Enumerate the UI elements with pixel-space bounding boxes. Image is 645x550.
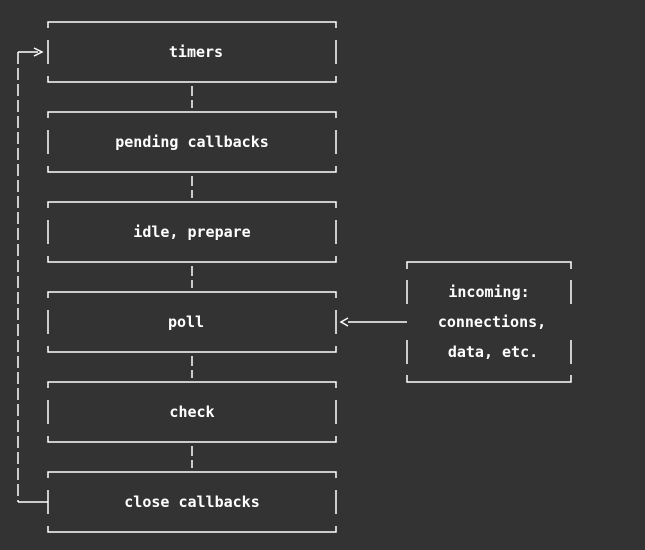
incoming-label-line-2: connections, bbox=[438, 313, 546, 331]
phase-label-close-callbacks: close callbacks bbox=[124, 493, 259, 511]
incoming-label-line-1: incoming: bbox=[448, 283, 529, 301]
phase-label-pending-callbacks: pending callbacks bbox=[115, 133, 269, 151]
phase-box-poll: poll bbox=[47, 291, 337, 353]
phase-box-close-callbacks: close callbacks bbox=[47, 471, 337, 533]
incoming-label-line-3: data, etc. bbox=[448, 343, 538, 361]
phase-box-check: check bbox=[47, 381, 337, 443]
phase-box-idle-prepare: idle, prepare bbox=[47, 201, 337, 263]
incoming-to-poll-arrow bbox=[339, 317, 407, 327]
phase-label-check: check bbox=[169, 403, 214, 421]
phase-label-poll: poll bbox=[168, 313, 204, 331]
loop-arrowhead-icon bbox=[33, 47, 44, 57]
phase-box-pending-callbacks: pending callbacks bbox=[47, 111, 337, 173]
phase-label-idle-prepare: idle, prepare bbox=[133, 223, 250, 241]
phase-label-timers: timers bbox=[169, 43, 223, 61]
loop-return-line bbox=[17, 47, 48, 503]
incoming-arrowhead-icon bbox=[339, 317, 349, 327]
phase-box-timers: timers bbox=[47, 21, 337, 83]
incoming-box: incoming: connections, data, etc. bbox=[406, 261, 572, 383]
